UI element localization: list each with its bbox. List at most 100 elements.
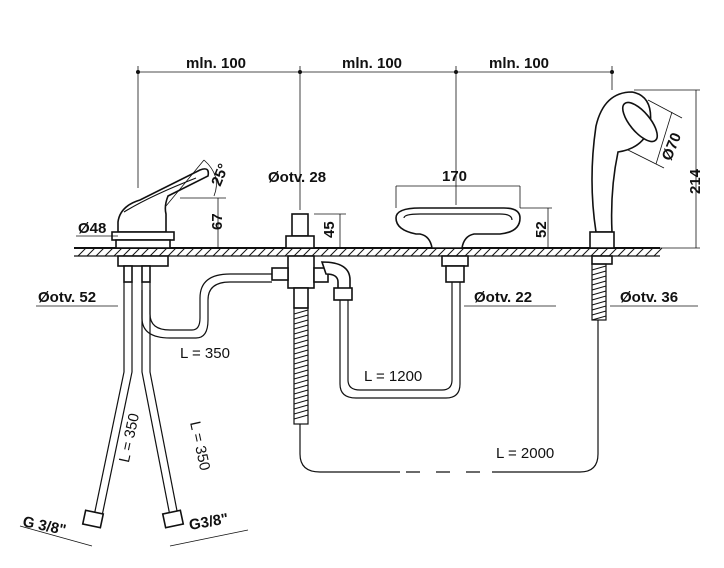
dimension-label-otv52: Øotv. 52 bbox=[38, 289, 96, 306]
top-dimension-chain: mln. 100 mln. 100 mln. 100 bbox=[136, 55, 614, 210]
deck-hatch-line bbox=[212, 247, 222, 257]
hose-rib bbox=[293, 359, 309, 365]
deck-hatch-line bbox=[266, 247, 276, 257]
deck-hatch-line bbox=[77, 247, 87, 257]
dimension-label-d48: Ø48 bbox=[78, 220, 106, 237]
hose-rib bbox=[293, 324, 309, 330]
hose-rib bbox=[293, 339, 309, 345]
hose-rib bbox=[293, 349, 309, 355]
deck-hatch-line bbox=[392, 247, 402, 257]
hose-length-label-1200: L = 1200 bbox=[364, 368, 422, 385]
dimension-label-214: 214 bbox=[687, 168, 704, 194]
deck-hatch-line bbox=[239, 247, 249, 257]
deck-hatch-line bbox=[194, 247, 204, 257]
thread-label-g38-left: G 3/8" bbox=[21, 513, 67, 539]
hose-rib bbox=[293, 354, 309, 360]
deck-hatch-line bbox=[311, 247, 321, 257]
deck-hatch-line bbox=[302, 247, 312, 257]
diverter: 45 Øotv. 28 bbox=[268, 169, 353, 309]
hose-rib bbox=[293, 309, 309, 315]
hose-length-label-350-right: L = 350 bbox=[186, 420, 213, 472]
spout: 170 52 bbox=[395, 168, 552, 283]
deck-hatch-line bbox=[230, 247, 240, 257]
hose-rib bbox=[591, 315, 607, 321]
deck-hatch-line bbox=[338, 247, 348, 257]
hose-rib bbox=[293, 394, 309, 400]
deck-hatch-line bbox=[149, 247, 159, 257]
deck-hatch-line bbox=[491, 247, 501, 257]
hose-rib bbox=[591, 285, 607, 291]
hole-labels: Øotv. 52 Øotv. 22 Øotv. 36 bbox=[36, 289, 698, 307]
deck-hatch-line bbox=[113, 247, 123, 257]
mixer-body: 25° 67 Ø48 bbox=[76, 159, 232, 283]
deck-hatch-line bbox=[131, 247, 141, 257]
hose-rib bbox=[293, 319, 309, 325]
deck-hatch-line bbox=[644, 247, 654, 257]
deck-hatch-line bbox=[419, 247, 429, 257]
hose-rib bbox=[591, 295, 607, 301]
deck-hatch-line bbox=[518, 247, 528, 257]
hose-rib bbox=[293, 334, 309, 340]
hose-length-label-350-left: L = 350 bbox=[116, 412, 143, 464]
hose-rib bbox=[591, 280, 607, 286]
hose-rib bbox=[293, 374, 309, 380]
hoses bbox=[19, 263, 607, 547]
deck-hatch-line bbox=[401, 247, 411, 257]
hose-rib bbox=[293, 399, 309, 405]
deck-hatch-line bbox=[482, 247, 492, 257]
dimension-label-otv28: Øotv. 28 bbox=[268, 169, 326, 186]
deck-hatch-line bbox=[527, 247, 537, 257]
hose-rib bbox=[293, 409, 309, 415]
deck-hatch-line bbox=[95, 247, 105, 257]
deck-hatch-line bbox=[383, 247, 393, 257]
deck-hatch-line bbox=[446, 247, 456, 257]
dimension-label-d70: Ø70 bbox=[659, 130, 685, 163]
deck-hatch-line bbox=[599, 247, 609, 257]
deck-hatch-line bbox=[140, 247, 150, 257]
hose-rib bbox=[293, 344, 309, 350]
deck-hatch-line bbox=[617, 247, 627, 257]
deck-hatch-line bbox=[410, 247, 420, 257]
deck-hatch-line bbox=[572, 247, 582, 257]
deck-hatch-line bbox=[347, 247, 357, 257]
dimension-label-otv22: Øotv. 22 bbox=[474, 289, 532, 306]
dimension-label-45: 45 bbox=[321, 221, 338, 238]
deck-hatch-line bbox=[554, 247, 564, 257]
hose-labels: L = 350 L = 350 L = 350 L = 1200 L = 200… bbox=[21, 345, 554, 539]
deck-hatch-line bbox=[284, 247, 294, 257]
deck-hatch-line bbox=[635, 247, 645, 257]
thread-label-g38-right: G3/8" bbox=[188, 510, 230, 534]
deck-hatch-line bbox=[464, 247, 474, 257]
dimension-label-67: 67 bbox=[209, 213, 226, 230]
deck-hatch-line bbox=[167, 247, 177, 257]
hose-length-label-350-horizontal: L = 350 bbox=[180, 345, 230, 362]
deck-hatch-line bbox=[365, 247, 375, 257]
hose-rib bbox=[591, 305, 607, 311]
deck-hatch-line bbox=[536, 247, 546, 257]
deck-hatch-line bbox=[275, 247, 285, 257]
hose-rib bbox=[293, 414, 309, 420]
hose-rib bbox=[591, 290, 607, 296]
dimension-label-52: 52 bbox=[533, 221, 550, 238]
deck-hatch-line bbox=[293, 247, 303, 257]
shower-hose-upper bbox=[591, 263, 607, 321]
deck-hatch-line bbox=[590, 247, 600, 257]
deck-hatch-line bbox=[104, 247, 114, 257]
diverter-outlet-hose bbox=[293, 307, 309, 425]
deck-plate bbox=[74, 247, 663, 257]
hose-rib bbox=[591, 300, 607, 306]
hose-rib bbox=[293, 379, 309, 385]
dimension-label-otv36: Øotv. 36 bbox=[620, 289, 678, 306]
deck-hatch-line bbox=[653, 247, 663, 257]
deck-hatch-line bbox=[473, 247, 483, 257]
deck-hatch-line bbox=[320, 247, 330, 257]
deck-hatch-line bbox=[563, 247, 573, 257]
hose-rib bbox=[591, 265, 607, 271]
dimension-label-min-spacing-3: mln. 100 bbox=[489, 55, 549, 72]
deck-hatch-line bbox=[356, 247, 366, 257]
deck-hatch-line bbox=[329, 247, 339, 257]
hose-rib bbox=[591, 275, 607, 281]
deck-hatch-line bbox=[608, 247, 618, 257]
hose-rib bbox=[293, 384, 309, 390]
